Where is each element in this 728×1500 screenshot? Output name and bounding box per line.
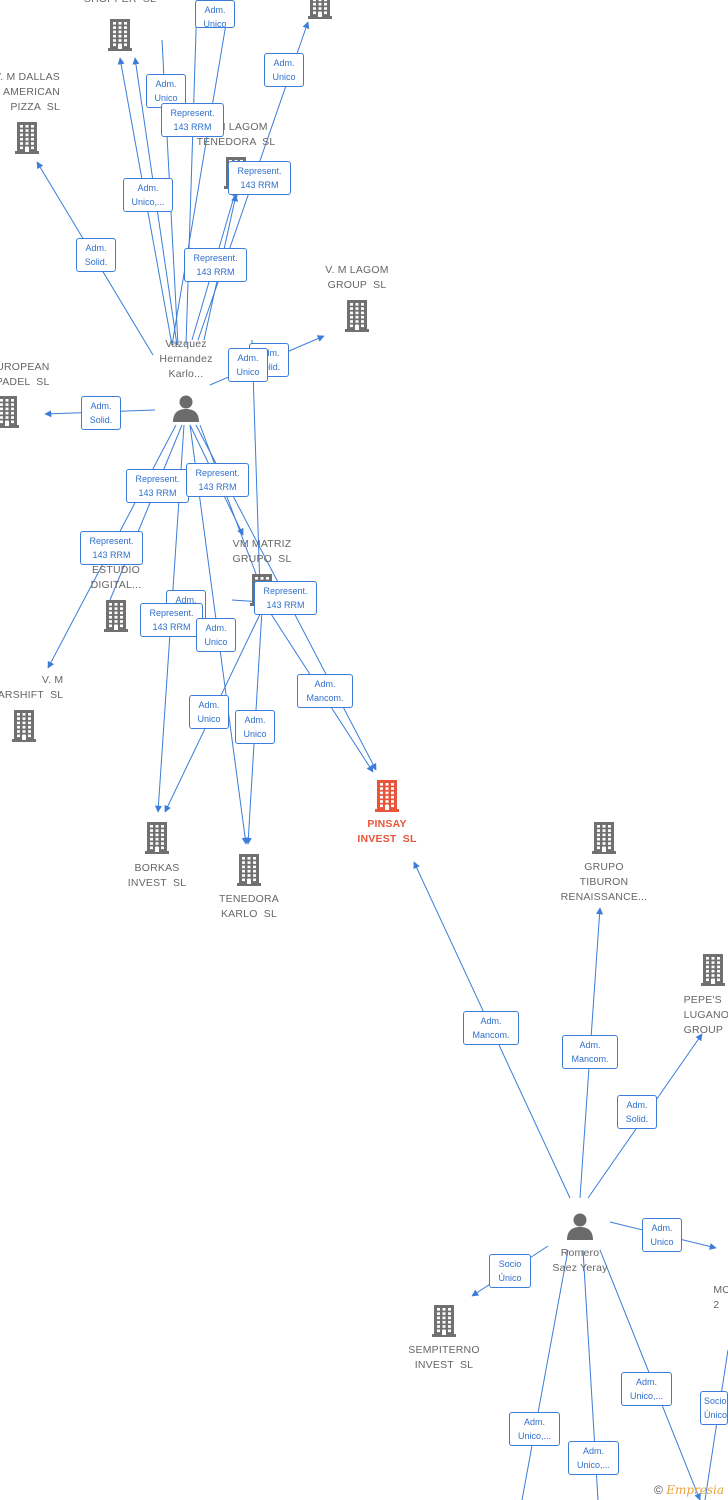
- building-icon[interactable]: [0, 396, 19, 433]
- node-label-estudio[interactable]: ESTUDIO DIGITAL...: [90, 564, 142, 591]
- node-label-starshift[interactable]: V. M STARSHIFT SL: [0, 674, 64, 701]
- building-icon[interactable]: [345, 300, 369, 337]
- edge-label-e27[interactable]: Adm. Unico,...: [621, 1372, 672, 1406]
- building-icon[interactable]: [145, 822, 169, 859]
- edge-line: [185, 0, 198, 346]
- edge-label-e12[interactable]: Represent. 143 RRM: [126, 469, 189, 503]
- building-icon[interactable]: [237, 854, 261, 891]
- edge-label-e14[interactable]: Represent. 143 RRM: [80, 531, 143, 565]
- edges-layer: [36, 0, 728, 1500]
- edge-line: [521, 1249, 569, 1500]
- building-icon[interactable]: [12, 710, 36, 747]
- node-label-right_mid[interactable]: MO 2: [713, 1284, 728, 1311]
- copyright-symbol: ©: [654, 1483, 663, 1497]
- building-icon[interactable]: [592, 822, 616, 859]
- edge-label-e2[interactable]: Adm. Unico: [264, 53, 304, 87]
- copyright-notice: © Empresia: [654, 1483, 724, 1497]
- edge-label-e3[interactable]: Adm. Unico: [146, 74, 186, 108]
- edge-label-e19[interactable]: Adm. Mancom.: [297, 674, 353, 708]
- node-label-sempiterno[interactable]: SEMPITERNO INVEST SL: [408, 1344, 480, 1371]
- node-label-vm_matriz[interactable]: VM MATRIZ GRUPO SL: [232, 538, 292, 565]
- edge-label-e7[interactable]: Adm. Solid.: [76, 238, 116, 272]
- edge-label-e24[interactable]: Adm. Solid.: [617, 1095, 657, 1129]
- person-icon[interactable]: [566, 1212, 594, 1245]
- edge-line: [109, 424, 183, 601]
- node-label-shopper[interactable]: SHOPPER SL: [84, 0, 156, 7]
- edge-label-e8[interactable]: Represent. 143 RRM: [184, 248, 247, 282]
- node-label-borkas[interactable]: BORKAS INVEST SL: [127, 862, 187, 889]
- edge-line: [199, 424, 263, 591]
- edge-label-e22[interactable]: Adm. Mancom.: [463, 1011, 519, 1045]
- edge-label-e10[interactable]: Adm. Unico: [228, 348, 268, 382]
- edge-label-e26[interactable]: Socio Único: [489, 1254, 531, 1288]
- edge-label-e17[interactable]: Adm. Unico: [196, 618, 236, 652]
- building-icon[interactable]: [108, 19, 132, 56]
- node-label-vazquez[interactable]: Vazquez Hernandez Karlo...: [159, 338, 213, 380]
- edge-label-e30[interactable]: Socio Único: [700, 1391, 728, 1425]
- brand-name: Empresia: [666, 1483, 724, 1497]
- person-icon[interactable]: [172, 394, 200, 427]
- node-label-pinsay[interactable]: PINSAY INVEST SL: [357, 818, 417, 845]
- edge-label-e23[interactable]: Adm. Mancom.: [562, 1035, 618, 1069]
- building-icon[interactable]: [701, 954, 725, 991]
- edge-label-e16[interactable]: Represent. 143 RRM: [140, 603, 203, 637]
- edge-label-e5[interactable]: Adm. Unico,...: [123, 178, 173, 212]
- node-label-lagom_group[interactable]: V. M LAGOM GROUP SL: [325, 264, 389, 291]
- node-label-tenedora_karlo[interactable]: TENEDORA KARLO SL: [219, 893, 279, 920]
- edge-label-e1[interactable]: Adm. Unico: [195, 0, 235, 28]
- building-icon[interactable]: [15, 122, 39, 159]
- building-icon[interactable]: [104, 600, 128, 637]
- node-label-pepes[interactable]: PEPE'S LUGANO GROUP SL: [683, 994, 728, 1036]
- edge-label-e18[interactable]: Represent. 143 RRM: [254, 581, 317, 615]
- node-label-romero[interactable]: Romero Saez Yeray: [552, 1247, 608, 1274]
- building-icon[interactable]: [308, 0, 332, 24]
- edge-label-e25[interactable]: Adm. Unico: [642, 1218, 682, 1252]
- node-label-dallas[interactable]: V. M DALLAS AMERICAN PIZZA SL: [0, 71, 60, 113]
- edge-label-e20[interactable]: Adm. Unico: [189, 695, 229, 729]
- node-label-european_padel[interactable]: V. M EUROPEAN PADEL SL: [0, 361, 50, 388]
- edge-label-e6[interactable]: Represent. 143 RRM: [228, 161, 291, 195]
- edge-label-e29[interactable]: Adm. Unico,...: [568, 1441, 619, 1475]
- edge-line: [171, 0, 231, 346]
- edge-line: [704, 1349, 728, 1500]
- building-icon[interactable]: [432, 1305, 456, 1342]
- edge-label-e21[interactable]: Adm. Unico: [235, 710, 275, 744]
- edge-label-e4[interactable]: Represent. 143 RRM: [161, 103, 224, 137]
- edge-label-e11[interactable]: Adm. Solid.: [81, 396, 121, 430]
- edge-label-e13[interactable]: Represent. 143 RRM: [186, 463, 249, 497]
- edge-label-e28[interactable]: Adm. Unico,...: [509, 1412, 560, 1446]
- building-icon[interactable]: [375, 780, 399, 817]
- node-label-tiburon[interactable]: GRUPO TIBURON RENAISSANCE...: [560, 861, 648, 903]
